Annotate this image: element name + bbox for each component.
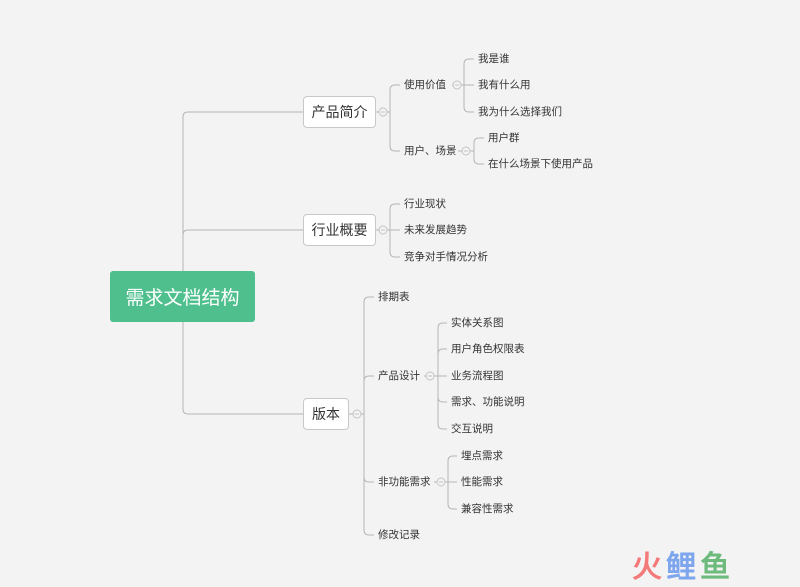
connector [437, 376, 447, 403]
node-product-design[interactable]: 产品设计 [378, 370, 420, 382]
node-version[interactable]: 版本 [303, 398, 349, 430]
leaf-node[interactable]: 交互说明 [451, 423, 493, 435]
connector [182, 229, 303, 296]
connector [447, 455, 457, 482]
connector [363, 414, 374, 536]
node-schedule[interactable]: 排期表 [378, 291, 410, 303]
root-node[interactable]: 需求文档结构 [110, 271, 255, 322]
leaf-node[interactable]: 兼容性需求 [461, 503, 514, 515]
connector [363, 375, 374, 414]
node-nonfunctional[interactable]: 非功能需求 [378, 476, 431, 488]
connector [437, 348, 447, 376]
leaf-node[interactable]: 行业现状 [404, 198, 446, 210]
node-change-log[interactable]: 修改记录 [378, 529, 420, 541]
connector [389, 84, 400, 112]
leaf-node[interactable]: 实体关系图 [451, 317, 504, 329]
connector [389, 112, 400, 152]
leaf-node[interactable]: 我为什么选择我们 [478, 106, 562, 118]
watermark-char: 火 [632, 550, 666, 585]
connector [182, 296, 303, 415]
watermark-char: 鱼 [700, 550, 734, 585]
leaf-node[interactable]: 竞争对手情况分析 [404, 251, 488, 263]
leaf-node[interactable]: 用户群 [488, 132, 520, 144]
node-users-scenes[interactable]: 用户、场景 [404, 145, 457, 157]
connector [473, 151, 484, 165]
node-industry-overview[interactable]: 行业概要 [303, 214, 376, 246]
connector [437, 376, 447, 430]
connector [182, 111, 303, 296]
connector [389, 230, 400, 258]
leaf-node[interactable]: 业务流程图 [451, 370, 504, 382]
connector [447, 482, 457, 510]
connector [463, 58, 474, 85]
connector [437, 322, 447, 376]
leaf-node[interactable]: 未来发展趋势 [404, 224, 467, 236]
leaf-node[interactable]: 需求、功能说明 [451, 396, 525, 408]
leaf-node[interactable]: 在什么场景下使用产品 [488, 158, 593, 170]
leaf-node[interactable]: 用户角色权限表 [451, 343, 525, 355]
node-product-intro[interactable]: 产品简介 [303, 96, 376, 128]
leaf-node[interactable]: 性能需求 [461, 476, 503, 488]
leaf-node[interactable]: 我有什么用 [478, 79, 531, 91]
leaf-node[interactable]: 我是谁 [478, 53, 510, 65]
leaf-node[interactable]: 埋点需求 [461, 450, 503, 462]
connector [363, 414, 374, 483]
connector [389, 203, 400, 230]
node-usage-value[interactable]: 使用价值 [404, 79, 446, 91]
watermark-logo: 火鲤鱼 [632, 542, 734, 586]
connector [463, 85, 474, 113]
connector [363, 296, 374, 414]
connector [473, 137, 484, 151]
watermark-char: 鲤 [666, 550, 700, 585]
